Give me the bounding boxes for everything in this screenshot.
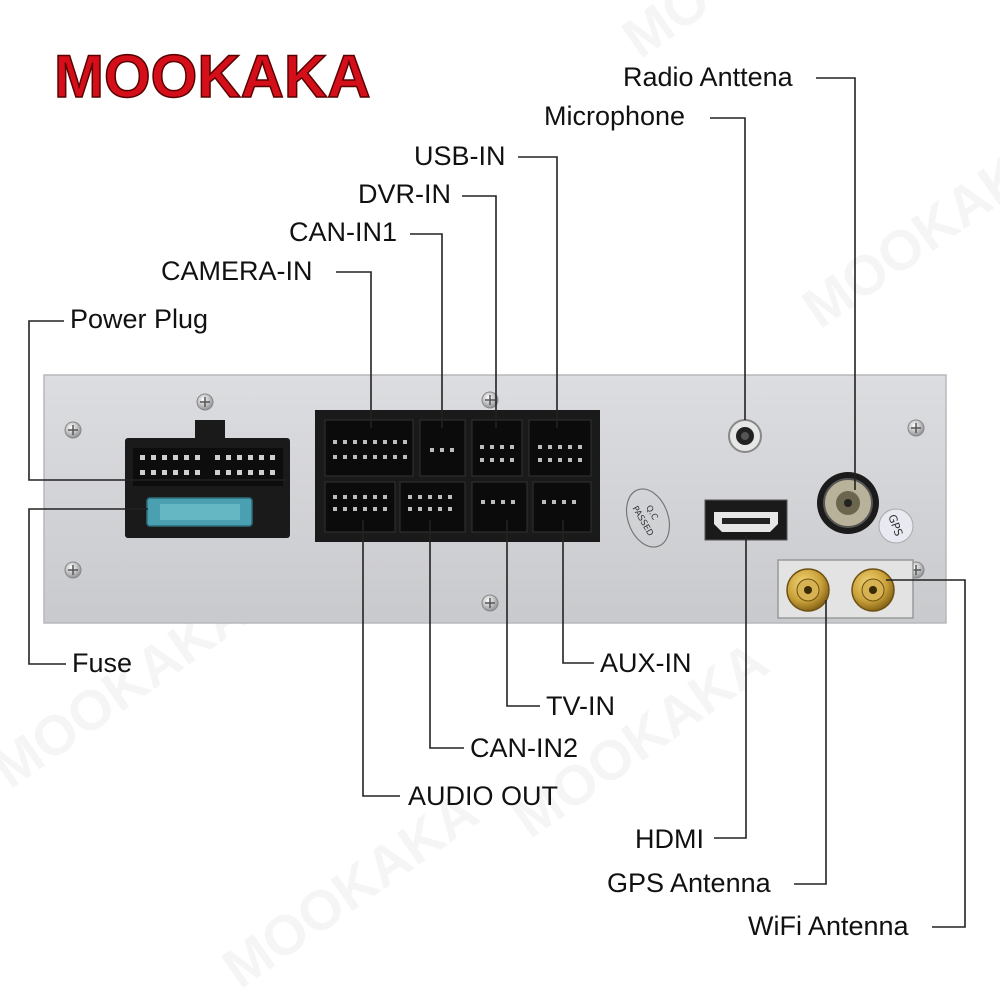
screw-icon <box>907 419 925 437</box>
label-audio-out: AUDIO OUT <box>408 781 558 811</box>
brand-logo: MOOKAKA <box>54 43 371 110</box>
watermark: MOOKAKA <box>211 779 489 1000</box>
leader-dvr-in <box>462 195 497 428</box>
leader-can-in1 <box>410 233 443 428</box>
leader-audio-out <box>362 520 400 797</box>
leader-aux-in <box>562 520 594 664</box>
leader-radio-antenna <box>816 77 856 490</box>
screw-icon <box>481 594 499 612</box>
gps-sticker: GPS <box>878 508 914 544</box>
screw-icon <box>481 391 499 409</box>
main-connector-block <box>315 410 600 542</box>
leader-camera-in <box>336 271 372 428</box>
label-aux-in: AUX-IN <box>600 648 692 678</box>
leader-lines <box>28 77 966 928</box>
fuse <box>146 497 253 527</box>
dvr-in-socket <box>471 419 523 477</box>
label-can-in1: CAN-IN1 <box>289 217 397 247</box>
tv-in-socket <box>471 481 528 533</box>
label-camera-in: CAMERA-IN <box>161 256 313 286</box>
leader-fuse <box>28 508 148 665</box>
watermark: MOOKAKA <box>611 0 889 70</box>
radio-antenna-port <box>817 472 879 534</box>
leader-tv-in <box>506 520 540 707</box>
label-radio-antenna: Radio Anttena <box>623 62 794 92</box>
leader-power-plug <box>28 320 285 481</box>
wifi-antenna-port <box>851 568 895 612</box>
label-hdmi: HDMI <box>635 824 704 854</box>
label-tv-in: TV-IN <box>546 691 615 721</box>
label-gps-antenna: GPS Antenna <box>607 868 772 898</box>
leader-can-in2 <box>429 520 464 749</box>
microphone-jack <box>728 419 762 453</box>
aux-in-socket <box>532 481 592 533</box>
screw-icon <box>64 561 82 579</box>
label-microphone: Microphone <box>544 101 685 131</box>
label-power-plug: Power Plug <box>70 304 208 334</box>
leader-gps-antenna <box>794 600 827 885</box>
gps-antenna-port <box>786 568 830 612</box>
callout-labels: Radio Anttena Microphone USB-IN DVR-IN C… <box>70 62 910 941</box>
label-wifi-antenna: WiFi Antenna <box>748 911 910 941</box>
label-fuse: Fuse <box>72 648 132 678</box>
camera-in-socket <box>324 419 414 477</box>
watermark: MOOKAKA <box>791 119 1000 340</box>
leader-microphone <box>710 117 746 420</box>
label-usb-in: USB-IN <box>414 141 506 171</box>
label-can-in2: CAN-IN2 <box>470 733 578 763</box>
label-dvr-in: DVR-IN <box>358 179 451 209</box>
leader-hdmi <box>714 535 747 839</box>
screw-icon <box>64 421 82 439</box>
screw-icon <box>196 393 214 411</box>
hdmi-port <box>704 499 788 541</box>
device-back-panel: Q.C PASSED GPS <box>43 374 947 624</box>
leader-usb-in <box>518 156 558 428</box>
leader-wifi-antenna <box>886 579 966 928</box>
